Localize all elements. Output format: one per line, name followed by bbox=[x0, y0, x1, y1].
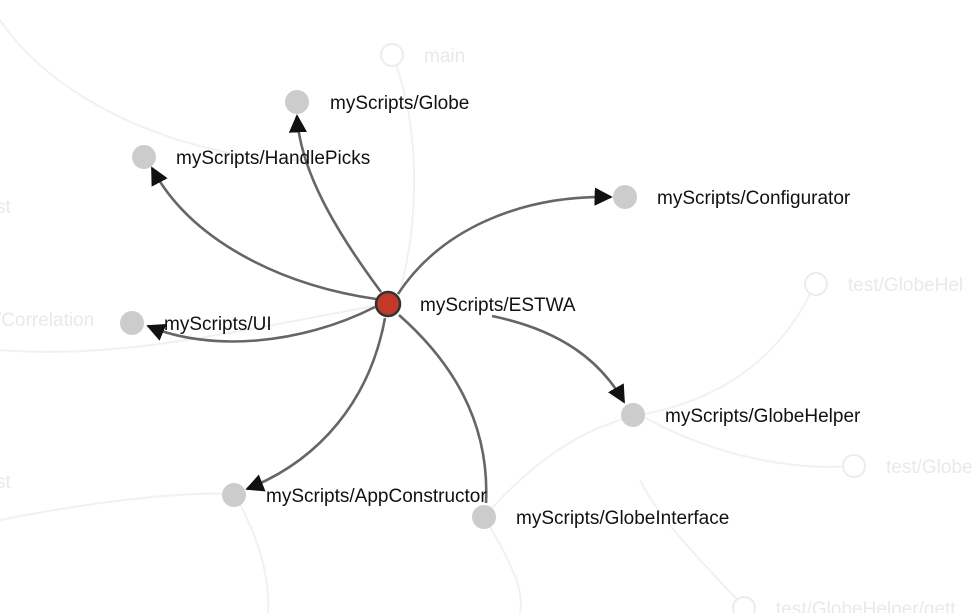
bg-edge bbox=[0, 19, 301, 161]
node-handlepicks[interactable] bbox=[132, 145, 156, 169]
edge-to-globe[interactable] bbox=[288, 114, 383, 293]
bg-edge bbox=[0, 304, 381, 353]
edge-to-configurator[interactable] bbox=[396, 187, 613, 295]
edge-to-globehelper[interactable] bbox=[491, 314, 626, 404]
bg-edge bbox=[483, 414, 641, 518]
bg-edge bbox=[483, 516, 522, 613]
bg-edge bbox=[0, 492, 236, 521]
faded-node-label: test/GlobeHel bbox=[848, 275, 963, 296]
node-globeinterface[interactable] bbox=[472, 505, 496, 529]
faded-node[interactable] bbox=[732, 596, 756, 613]
node-label-appconstructor: myScripts/AppConstructor bbox=[266, 486, 487, 507]
node-globe[interactable] bbox=[285, 90, 309, 114]
node-estwa-center[interactable] bbox=[374, 290, 402, 318]
bg-edge bbox=[639, 414, 853, 468]
node-label-estwa: myScripts/ESTWA bbox=[420, 295, 576, 316]
edges bbox=[146, 114, 626, 504]
faded-node-label: st bbox=[0, 472, 12, 493]
node-label-handlepicks: myScripts/HandlePicks bbox=[176, 148, 370, 169]
edge-to-globeinterface bbox=[398, 314, 488, 504]
bg-edge bbox=[391, 54, 416, 291]
node-ui[interactable] bbox=[120, 311, 144, 335]
faded-node[interactable] bbox=[804, 272, 828, 296]
faded-node-label: test/Globe bbox=[886, 457, 973, 478]
faded-node-label: test/GlobeHelper/gett bbox=[776, 599, 956, 613]
node-label-globe: myScripts/Globe bbox=[330, 93, 469, 114]
edge-to-ui[interactable] bbox=[146, 305, 376, 343]
node-label-configurator: myScripts/Configurator bbox=[657, 188, 851, 209]
faded-node-label: main bbox=[424, 46, 465, 67]
node-label-globeinterface: myScripts/GlobeInterface bbox=[516, 508, 729, 529]
bg-edge bbox=[639, 283, 816, 416]
node-label-ui: myScripts/UI bbox=[164, 314, 272, 335]
node-globehelper[interactable] bbox=[621, 403, 645, 427]
nodes: myScripts/Globe myScripts/HandlePicks my… bbox=[120, 90, 861, 529]
bg-edge bbox=[639, 479, 745, 608]
node-appconstructor[interactable] bbox=[222, 483, 246, 507]
node-configurator[interactable] bbox=[613, 185, 637, 209]
edge-to-appconstructor[interactable] bbox=[245, 317, 387, 492]
bg-edge bbox=[234, 494, 270, 613]
faded-node-label: st bbox=[0, 197, 12, 218]
node-label-globehelper: myScripts/GlobeHelper bbox=[665, 406, 861, 427]
background-graph: main st /Correlation test/GlobeHel test/… bbox=[0, 19, 973, 613]
faded-node-label: /Correlation bbox=[0, 310, 94, 331]
faded-node[interactable] bbox=[380, 43, 404, 67]
edge-to-handlepicks[interactable] bbox=[150, 166, 377, 301]
faded-node[interactable] bbox=[842, 454, 866, 478]
